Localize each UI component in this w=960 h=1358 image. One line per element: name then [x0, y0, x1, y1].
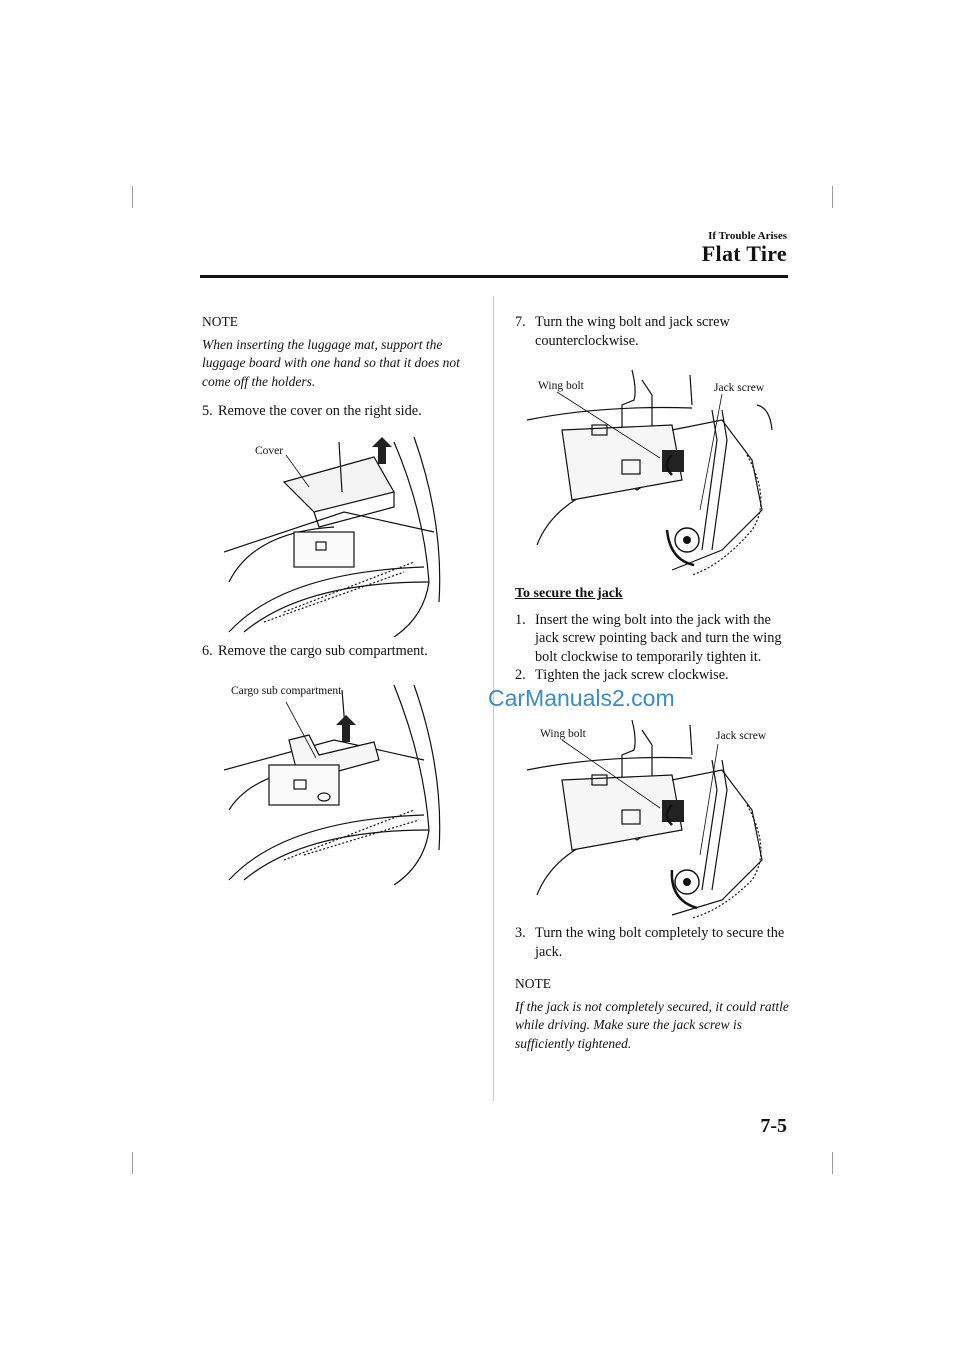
- step-6: 6. Remove the cargo sub compartment.: [202, 642, 472, 661]
- step-text: Turn the wing bolt completely to secure …: [535, 925, 785, 960]
- column-divider: [493, 296, 494, 1101]
- note-text: If the jack is not completely secured, i…: [515, 998, 789, 1051]
- step-text: Insert the wing bolt into the jack with …: [535, 611, 782, 665]
- wing-bolt-label: Wing bolt: [538, 380, 585, 392]
- figure-loosen-jack: Wing bolt Jack screw: [522, 370, 777, 580]
- step-5: 5. Remove the cover on the right side.: [202, 402, 472, 421]
- secure-step-1: 1. Insert the wing bolt into the jack wi…: [515, 611, 790, 667]
- right-column-step7: 7. Turn the wing bolt and jack screw cou…: [515, 313, 790, 350]
- step-number: 3.: [515, 925, 526, 941]
- step-number: 2.: [515, 667, 526, 683]
- step-text: Tighten the jack screw clockwise.: [535, 667, 729, 683]
- crop-mark: [832, 1152, 833, 1174]
- note-heading: NOTE: [515, 976, 551, 991]
- section-title: If Trouble Arises: [708, 230, 787, 242]
- header-rule: [200, 275, 788, 278]
- cargo-sub-compartment-label: Cargo sub compartment: [231, 685, 342, 697]
- secure-step-2: 2. Tighten the jack screw clockwise.: [515, 666, 790, 685]
- left-column: NOTE When inserting the luggage mat, sup…: [202, 313, 472, 421]
- step-text: Remove the cargo sub compartment.: [218, 643, 428, 659]
- cover-label: Cover: [255, 445, 283, 457]
- figure-tighten-jack: Wing bolt Jack screw: [522, 720, 777, 920]
- page-title: Flat Tire: [701, 241, 787, 266]
- step-7: 7. Turn the wing bolt and jack screw cou…: [515, 313, 790, 350]
- cover-illustration: Cover: [224, 436, 441, 637]
- cargo-compartment-illustration: Cargo sub compartment: [224, 684, 441, 885]
- right-column-final: 3. Turn the wing bolt completely to secu…: [515, 924, 790, 1053]
- left-column-step6: 6. Remove the cargo sub compartment.: [202, 642, 472, 661]
- step-number: 7.: [515, 314, 526, 330]
- note-text: When inserting the luggage mat, support …: [202, 336, 460, 389]
- step-text: Remove the cover on the right side.: [218, 403, 422, 419]
- secure-jack-heading: To secure the jack: [515, 586, 623, 601]
- step-number: 6.: [202, 643, 213, 659]
- figure-remove-cargo-compartment: Cargo sub compartment: [224, 680, 454, 885]
- jack-screw-label: Jack screw: [714, 382, 765, 394]
- watermark: CarManuals2.com: [488, 685, 675, 711]
- wing-bolt-label: Wing bolt: [540, 728, 587, 740]
- note-heading: NOTE: [202, 314, 238, 329]
- secure-step-3: 3. Turn the wing bolt completely to secu…: [515, 924, 790, 961]
- page-number: 7-5: [760, 1115, 787, 1137]
- jack-loosen-illustration: Wing bolt Jack screw: [526, 370, 773, 576]
- figure-remove-cover: Cover: [224, 432, 454, 637]
- step-text: Turn the wing bolt and jack screw counte…: [535, 314, 730, 349]
- step-number: 5.: [202, 403, 213, 419]
- step-number: 1.: [515, 611, 526, 628]
- right-column-secure: To secure the jack 1. Insert the wing bo…: [515, 585, 790, 685]
- jack-screw-label: Jack screw: [716, 730, 767, 742]
- crop-mark: [132, 1152, 133, 1174]
- crop-mark: [132, 186, 133, 208]
- jack-tighten-illustration: Wing bolt Jack screw: [526, 720, 767, 919]
- crop-mark: [832, 186, 833, 208]
